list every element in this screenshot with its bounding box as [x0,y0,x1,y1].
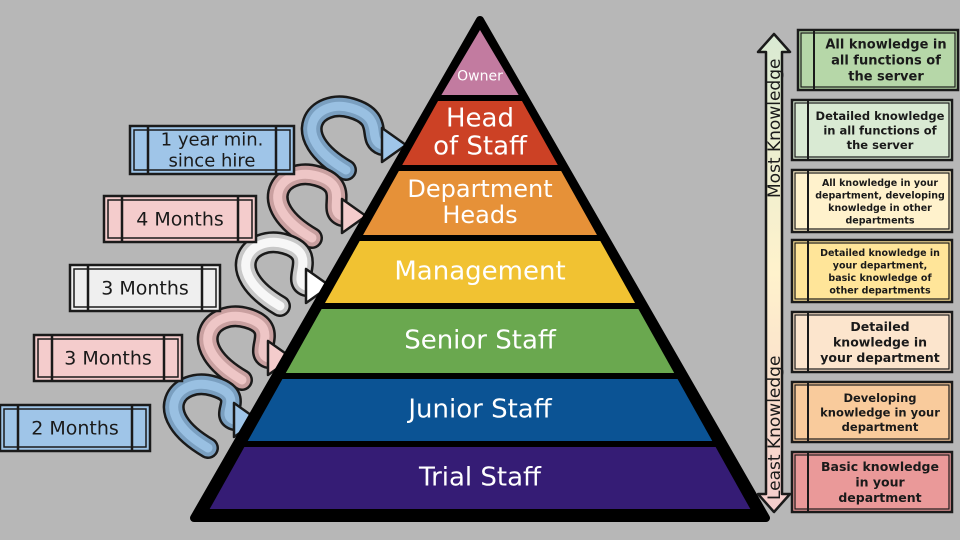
tier-band-0 [441,30,519,95]
tier-band-4 [285,309,675,373]
promotion-time-label-3: 3 Months [32,333,184,383]
tier-band-2 [363,171,597,235]
most-knowledge-label: Most Knowledge [765,59,785,198]
tier-label-0: Owner [457,69,503,85]
promotion-time-text-1: 4 Months [136,209,224,231]
tier-label-4: Senior Staff [404,326,557,356]
promotion-time-text-3: 3 Months [64,348,152,370]
promotion-time-text-4: 2 Months [31,418,119,440]
tier-band-6 [209,447,751,509]
promotion-time-text-2: 3 Months [101,278,189,300]
tier-label-5: Junior Staff [406,395,552,425]
promotion-time-label-1: 4 Months [102,194,258,244]
tier-band-1 [402,101,558,165]
promotion-time-label-0: 1 year min.since hire [128,124,296,176]
promotion-time-labels: 1 year min.since hire 4 Months 3 Months 3 M… [0,124,296,453]
promotion-time-label-2: 3 Months [68,263,222,313]
least-knowledge-label: Least Knowledge [765,356,785,500]
promotion-arrow-0 [300,95,408,181]
promotion-arrow-1 [266,163,368,249]
tier-label-3: Management [394,257,565,287]
promotion-time-label-4: 2 Months [0,403,152,453]
tier-label-6: Trial Staff [418,463,542,493]
promotion-time-text-0: 1 year min.since hire [161,130,264,172]
promotion-arrow-2 [234,231,332,317]
promotion-arrow-3 [196,305,294,391]
knowledge-double-arrow [756,32,792,514]
tier-band-5 [247,379,713,441]
promotion-arrows [162,95,408,459]
tier-band-3 [324,241,636,303]
